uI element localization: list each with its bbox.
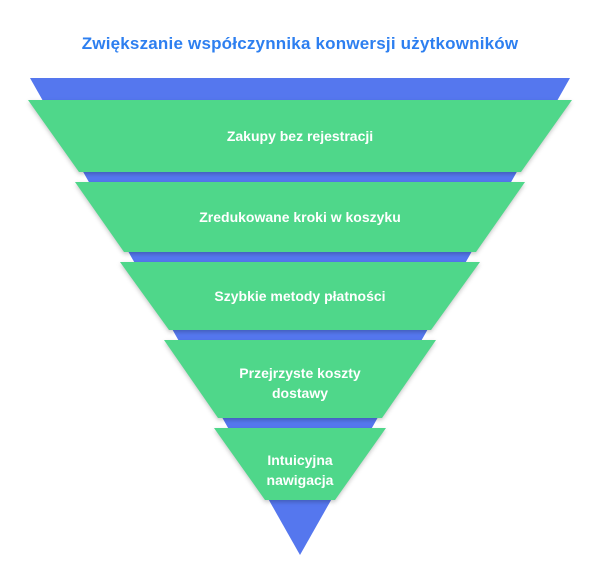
funnel-segment-4-shape	[164, 340, 436, 418]
funnel-segment-1-shape	[28, 100, 572, 172]
funnel-segment-2-shape	[75, 182, 525, 252]
funnel-segment-3-label: Szybkie metody płatności	[214, 288, 386, 304]
diagram-title: Zwiększanie współczynnika konwersji użyt…	[81, 34, 519, 53]
funnel-segment-1-label: Zakupy bez rejestracji	[226, 128, 374, 144]
funnel-segment-4-label: Przejrzyste koszty dostawy	[239, 365, 361, 401]
funnel-segment-3-shape	[120, 262, 480, 330]
funnel-segment-5-shape	[214, 428, 386, 500]
funnel-segment-2-label: Zredukowane kroki w koszyku	[199, 209, 401, 225]
funnel-segment-5-label: Intuicyjna nawigacja	[266, 452, 334, 488]
funnel-graphic	[28, 78, 572, 555]
